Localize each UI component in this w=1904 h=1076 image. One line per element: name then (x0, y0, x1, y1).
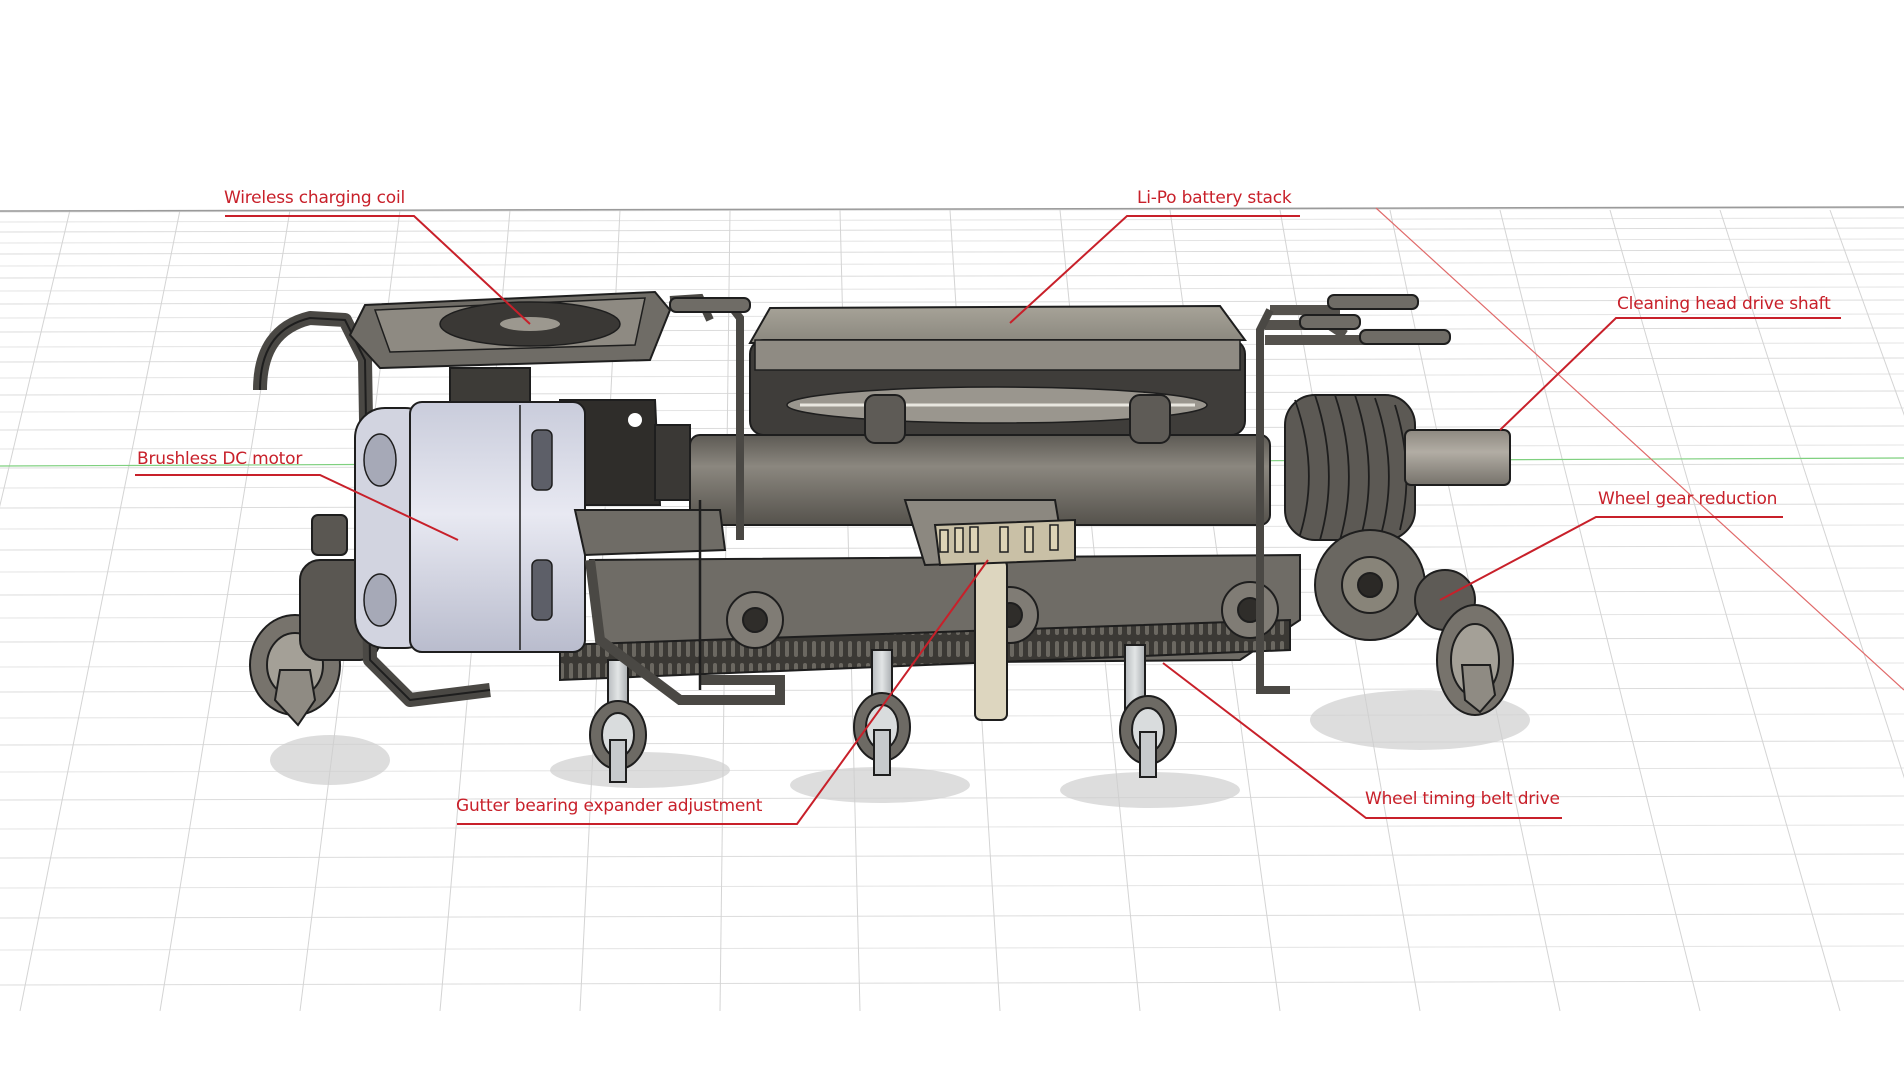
callout-wheel-gear-reduction: Wheel gear reduction (1598, 489, 1778, 509)
callout-gutter-bearing-expander-adjustment: Gutter bearing expander adjustment (456, 796, 763, 816)
callout-wheel-timing-belt-drive: Wheel timing belt drive (1365, 789, 1560, 809)
y-axis-line (1375, 207, 1904, 691)
callout-leaders (135, 215, 1841, 825)
callout-brushless-dc-motor: Brushless DC motor (137, 449, 303, 469)
helical-gear (1284, 394, 1416, 541)
callout-wireless-charging-coil: Wireless charging coil (224, 188, 406, 208)
callout-li-po-battery-stack: Li-Po battery stack (1137, 188, 1292, 208)
brushless-motor (354, 401, 586, 653)
charging-coil-plate (348, 290, 672, 404)
callout-cleaning-head-drive-shaft: Cleaning head drive shaft (1617, 294, 1831, 314)
battery-pack (748, 304, 1247, 444)
